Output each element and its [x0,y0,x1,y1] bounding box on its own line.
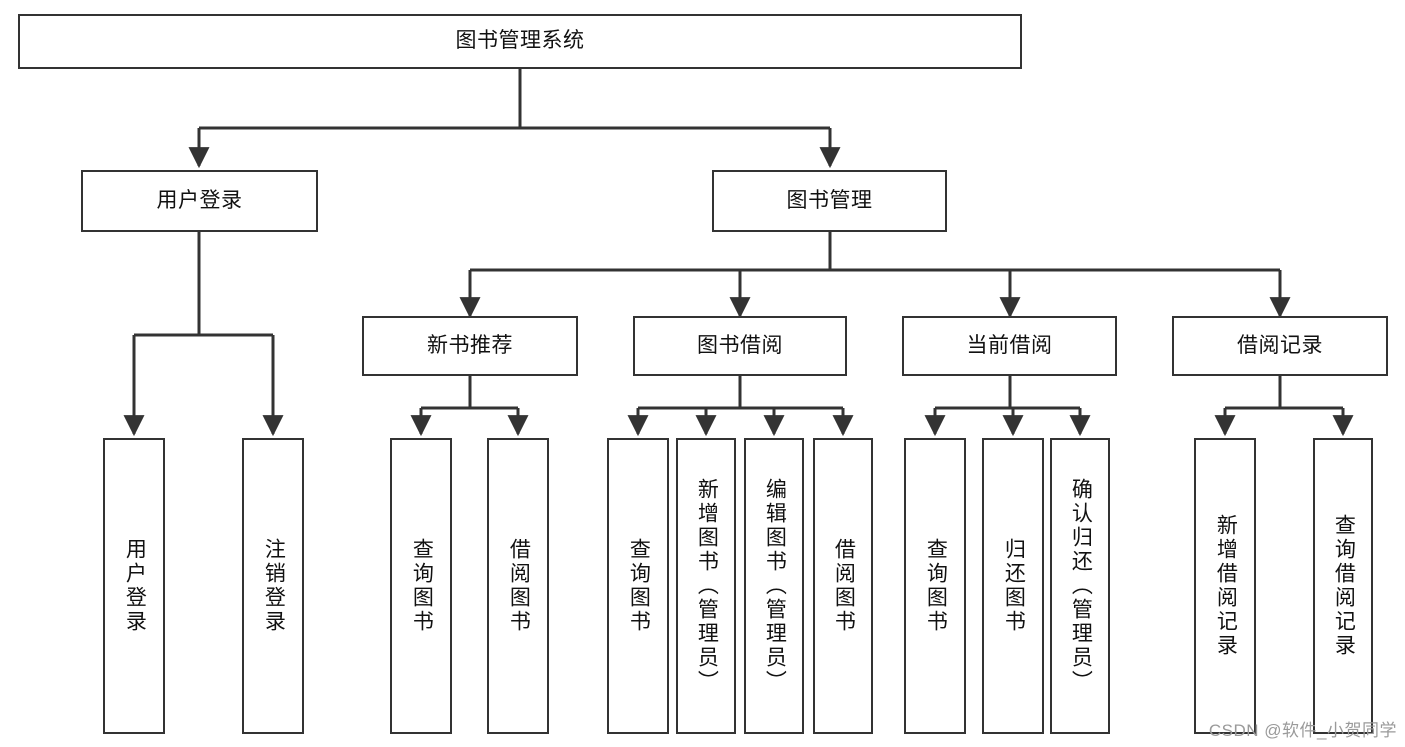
node-book-borrow[interactable]: 图书借阅 [633,316,847,376]
leaf-borrow-add-book[interactable]: 新增图书（管理员） [676,438,736,734]
node-label: 图书管理 [786,188,873,212]
leaf-user-login[interactable]: 用户登录 [103,438,165,734]
node-label: 编辑图书（管理员） [763,478,787,694]
node-label: 新增借阅记录 [1214,514,1238,658]
node-label: 查询借阅记录 [1332,514,1356,658]
node-label: 注销登录 [262,538,286,634]
node-label: 借阅图书 [507,538,531,634]
node-label: 归还图书 [1002,538,1026,634]
leaf-current-confirm-return[interactable]: 确认归还（管理员） [1050,438,1110,734]
node-new-book-recommend[interactable]: 新书推荐 [362,316,578,376]
node-label: 新增图书（管理员） [695,478,719,694]
node-label: 图书借阅 [697,333,783,357]
node-label: 借阅记录 [1237,333,1323,357]
leaf-record-query-record[interactable]: 查询借阅记录 [1313,438,1373,734]
node-label: 用户登录 [123,538,147,634]
leaf-recommend-query-book[interactable]: 查询图书 [390,438,452,734]
node-label: 确认归还（管理员） [1069,478,1093,694]
watermark: CSDN @软件_小贺同学 [1208,721,1397,740]
node-label: 查询图书 [924,538,948,634]
node-borrow-record[interactable]: 借阅记录 [1172,316,1388,376]
leaf-current-return-book[interactable]: 归还图书 [982,438,1044,734]
leaf-borrow-query-book[interactable]: 查询图书 [607,438,669,734]
leaf-user-logout[interactable]: 注销登录 [242,438,304,734]
node-label: 查询图书 [627,538,651,634]
node-root-system[interactable]: 图书管理系统 [18,14,1022,69]
leaf-recommend-borrow-book[interactable]: 借阅图书 [487,438,549,734]
node-label: 新书推荐 [427,333,513,357]
node-book-management[interactable]: 图书管理 [712,170,947,232]
node-label: 借阅图书 [832,538,856,634]
leaf-current-query-book[interactable]: 查询图书 [904,438,966,734]
node-label: 当前借阅 [966,333,1053,357]
leaf-borrow-edit-book[interactable]: 编辑图书（管理员） [744,438,804,734]
node-user-login[interactable]: 用户登录 [81,170,318,232]
node-label: 图书管理系统 [455,29,585,53]
node-label: 查询图书 [410,538,434,634]
node-label: 用户登录 [156,188,243,212]
node-current-borrow[interactable]: 当前借阅 [902,316,1117,376]
leaf-record-add-record[interactable]: 新增借阅记录 [1194,438,1256,734]
leaf-borrow-borrow-book[interactable]: 借阅图书 [813,438,873,734]
